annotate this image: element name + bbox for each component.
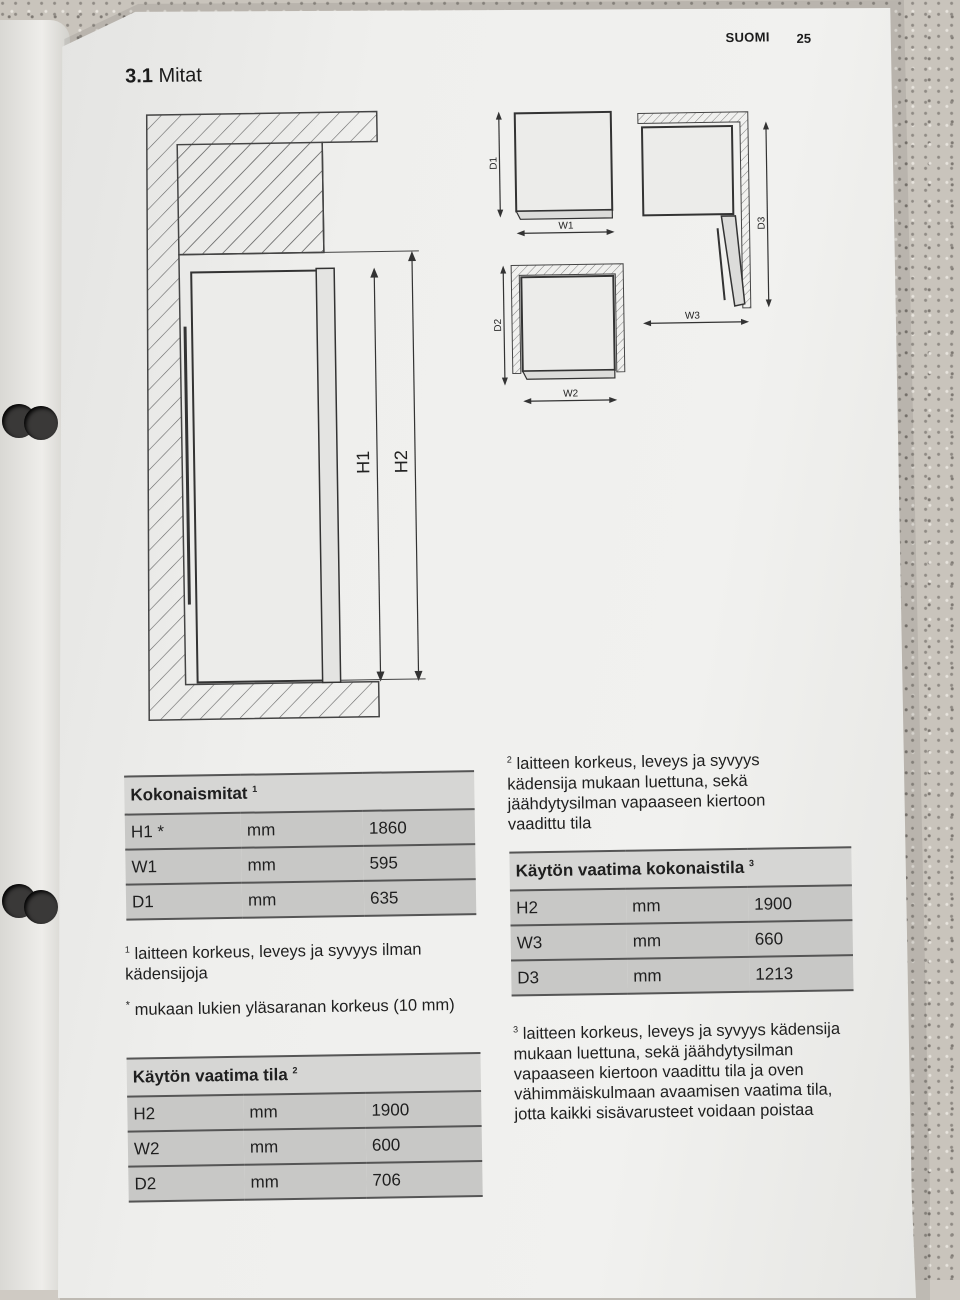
installation-diagram: H1 H2 [145, 110, 426, 721]
top-view-d1-w1: D1 W1 [488, 110, 615, 237]
footnote-2: 2 laitteen korkeus, leveys ja syvyys käd… [506, 751, 766, 834]
d2-label: D2 [493, 318, 504, 331]
section-title-text: Mitat [158, 64, 202, 87]
h1-dimension-line [373, 269, 382, 680]
table-row: H2 mm 1900 [127, 1091, 482, 1132]
fridge-body [190, 269, 327, 684]
d1-label: D1 [488, 156, 499, 169]
h1-label: H1 [353, 451, 373, 474]
top-view-d3-w3: D3 W3 [637, 111, 772, 327]
upper-cabinet [176, 141, 325, 256]
header-page-number: 25 [796, 30, 812, 46]
w3-label: W3 [685, 310, 701, 321]
footnote-star: * mukaan lukien yläsaranan korkeus (10 m… [125, 995, 455, 1019]
table-row: H1 * mm 1860 [124, 809, 476, 850]
table-row: H2 mm 1900 [509, 885, 853, 926]
h2-label: H2 [391, 450, 411, 473]
table-row: W3 mm 660 [510, 920, 853, 961]
table-total-title: Käytön vaatima kokonaistila 3 [509, 847, 852, 891]
w2-label: W2 [563, 388, 579, 399]
h2-dimension-line [411, 253, 420, 679]
table-overall-title: Kokonaismitat 1 [124, 771, 475, 815]
fridge-door [315, 267, 342, 684]
table-overall-dimensions: Kokonaismitat 1 H1 * mm 1860 W1 mm 595 D… [124, 770, 477, 920]
table-row: W2 mm 600 [127, 1126, 483, 1167]
table-usage-space: Käytön vaatima tila 2 H2 mm 1900 W2 mm 6… [126, 1052, 483, 1203]
table-row: D3 mm 1213 [511, 955, 854, 996]
table-row: D2 mm 706 [128, 1161, 483, 1202]
section-number: 3.1 [124, 65, 154, 88]
table-row: W1 mm 595 [125, 844, 476, 885]
top-view-d2-w2: D2 W2 [493, 263, 626, 405]
d3-label: D3 [756, 216, 767, 229]
table-usage-title: Käytön vaatima tila 2 [126, 1053, 482, 1097]
table-total-space: Käytön vaatima kokonaistila 3 H2 mm 1900… [509, 846, 854, 996]
left-page-edge [0, 20, 70, 1290]
footnote-1: 1 laitteen korkeus, leveys ja syvyys ilm… [124, 940, 422, 984]
section-title: 3.1 Mitat [125, 64, 202, 88]
w1-label: W1 [558, 220, 574, 231]
table-row: D1 mm 635 [125, 879, 477, 920]
binder-hole [24, 406, 58, 440]
header-language: SUOMI [725, 29, 770, 46]
fridge-handle [183, 326, 191, 605]
binder-hole [24, 890, 58, 924]
footnote-3: 3 laitteen korkeus, leveys ja syvyys käd… [513, 1019, 841, 1124]
